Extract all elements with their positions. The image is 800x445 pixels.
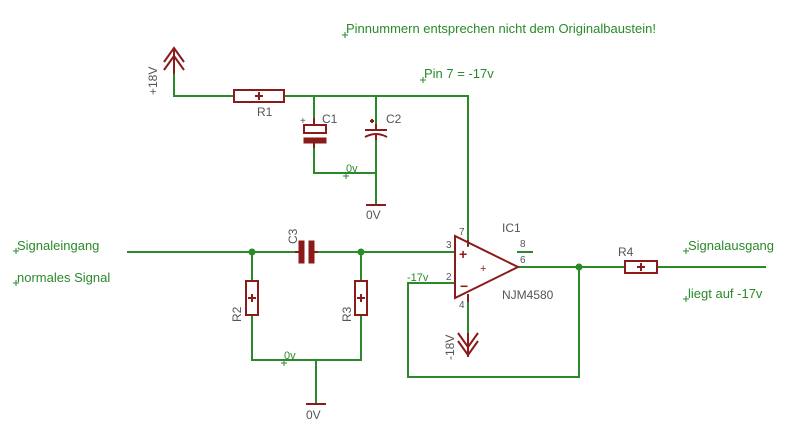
pin4-label: 4 bbox=[459, 300, 465, 311]
pin8-label: 8 bbox=[520, 239, 526, 250]
opamp-ic1: + − + bbox=[454, 234, 521, 302]
capacitor-c3 bbox=[295, 240, 318, 264]
r4-label: R4 bbox=[618, 245, 634, 259]
gnd-net2-label: 0v bbox=[284, 350, 296, 362]
output-label: Signalausgang bbox=[688, 238, 774, 253]
resistor-r3 bbox=[354, 280, 368, 316]
supply-pos-label: +18V bbox=[146, 67, 160, 95]
pin2-label: 2 bbox=[446, 272, 452, 283]
svg-text:+: + bbox=[480, 263, 486, 275]
gnd1-label: 0V bbox=[366, 208, 381, 222]
junctions bbox=[248, 248, 583, 271]
svg-text:+: + bbox=[300, 116, 306, 127]
pin-numbers-note: Pinnummern entsprechen nicht dem Origina… bbox=[346, 21, 656, 36]
input-sublabel: normales Signal bbox=[17, 270, 110, 285]
pin7-note: Pin 7 = -17v bbox=[424, 66, 494, 81]
capacitor-c2 bbox=[364, 119, 388, 140]
resistor-r2 bbox=[245, 280, 259, 316]
resistor-r4 bbox=[624, 260, 658, 274]
input-label: Signaleingang bbox=[17, 238, 99, 253]
ic1-type-label: NJM4580 bbox=[502, 288, 554, 302]
neg17-label: -17v bbox=[407, 272, 429, 284]
pin6-label: 6 bbox=[520, 255, 526, 266]
resistor-r1 bbox=[233, 89, 285, 103]
pin3-label: 3 bbox=[446, 240, 452, 251]
pin7-label: 7 bbox=[459, 227, 465, 238]
r2-label: R2 bbox=[230, 306, 244, 322]
c1-label: C1 bbox=[322, 112, 338, 126]
wires bbox=[127, 69, 766, 405]
supply-neg-label: -18V bbox=[443, 335, 457, 360]
svg-text:+: + bbox=[459, 246, 467, 262]
r3-label: R3 bbox=[340, 306, 354, 322]
supply-neg-symbol bbox=[457, 332, 479, 357]
capacitor-c1: + bbox=[300, 116, 327, 148]
ic1-label: IC1 bbox=[502, 221, 521, 235]
svg-text:−: − bbox=[460, 278, 468, 294]
output-sublabel: liegt auf -17v bbox=[688, 286, 763, 301]
wire-pin7-supply bbox=[284, 95, 469, 247]
supply-pos-symbol bbox=[163, 46, 185, 74]
gnd-net1-label: 0v bbox=[346, 163, 358, 175]
r1-label: R1 bbox=[257, 105, 273, 119]
c3-label: C3 bbox=[286, 228, 300, 244]
gnd2-label: 0V bbox=[306, 408, 321, 422]
c2-label: C2 bbox=[386, 112, 402, 126]
